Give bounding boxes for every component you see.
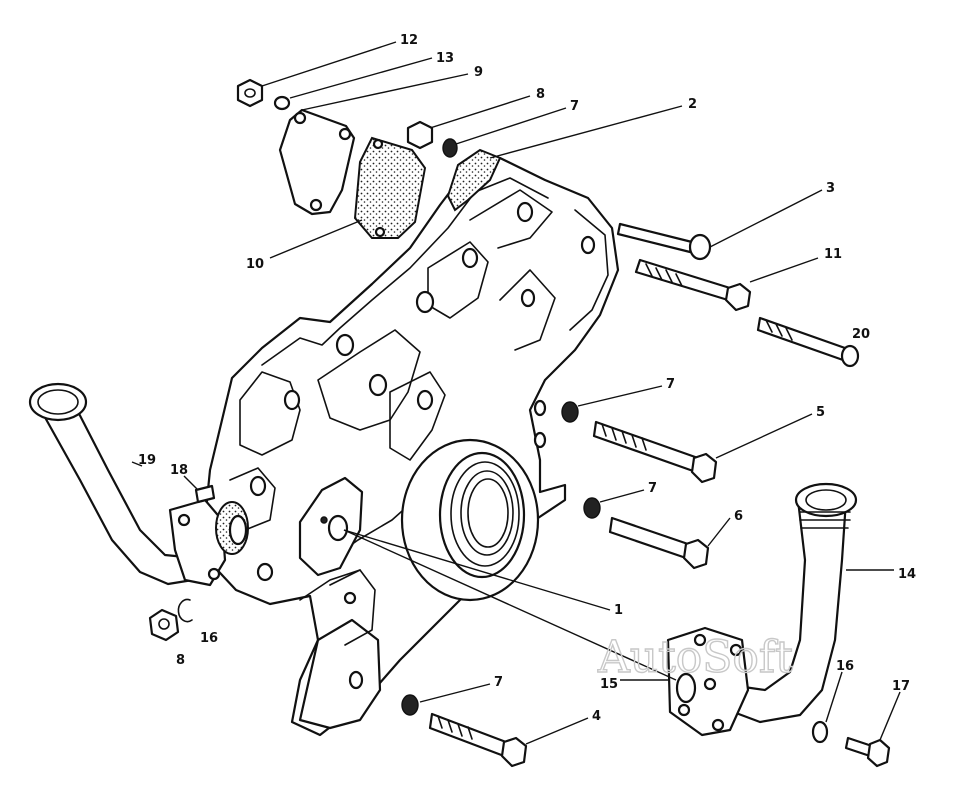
callout-1: 1 — [614, 603, 623, 618]
callout-7-top: 7 — [570, 99, 579, 114]
cover-gasket — [446, 148, 502, 212]
timing-cover — [203, 156, 620, 737]
callout-16-right: 16 — [836, 659, 854, 674]
cover-plate — [278, 108, 356, 216]
callout-2: 2 — [688, 97, 697, 112]
callout-11: 11 — [824, 247, 842, 262]
callout-7-bolt-6: 7 — [648, 481, 657, 496]
pipe-14 — [726, 482, 858, 724]
callout-14: 14 — [898, 567, 916, 582]
washer-7-bolt-4 — [401, 694, 419, 716]
washer-7-bolt-6 — [583, 497, 601, 519]
bolt-17 — [844, 736, 891, 768]
callout-7-bolt-4: 7 — [494, 675, 503, 690]
callout-19: 19 — [138, 453, 156, 468]
callout-13: 13 — [436, 51, 454, 66]
callout-4: 4 — [592, 709, 601, 724]
callout-15: 15 — [600, 677, 618, 692]
ring-16-right — [811, 720, 829, 744]
callout-12: 12 — [400, 33, 418, 48]
callout-5: 5 — [816, 405, 825, 420]
callout-10: 10 — [246, 257, 264, 272]
callout-17: 17 — [892, 679, 910, 694]
nut-8-left — [148, 608, 180, 642]
callout-8-left: 8 — [176, 653, 185, 668]
callout-6: 6 — [734, 509, 743, 524]
callout-20: 20 — [852, 327, 870, 342]
callout-3: 3 — [826, 181, 835, 196]
callout-8-top: 8 — [536, 87, 545, 102]
pipe-19 — [28, 382, 249, 587]
nut-12 — [236, 78, 264, 108]
callout-9: 9 — [474, 65, 483, 80]
bolt-4 — [428, 712, 528, 768]
plate-gasket — [353, 136, 427, 239]
leader-lines — [131, 41, 901, 745]
stud-20 — [756, 316, 860, 368]
callout-labels: 12 13 9 8 7 2 3 11 20 10 7 5 7 6 1 19 18… — [138, 33, 916, 724]
bolt-5 — [592, 420, 718, 484]
callout-16-left: 16 — [200, 631, 218, 646]
watermark: AutoSoft — [597, 632, 793, 683]
flange-15 — [666, 626, 750, 737]
ring-16-left — [177, 598, 193, 623]
bolt-3 — [616, 222, 712, 261]
bolt-11 — [634, 258, 752, 312]
washer-7-top — [442, 138, 458, 158]
callout-18: 18 — [170, 463, 188, 478]
washer-7-bolt-5 — [561, 401, 579, 423]
washer-13 — [273, 95, 291, 111]
nut-8-top — [406, 120, 434, 150]
bolt-6 — [608, 516, 710, 570]
stud-18 — [194, 484, 216, 504]
callout-7-bolt-5: 7 — [666, 377, 675, 392]
